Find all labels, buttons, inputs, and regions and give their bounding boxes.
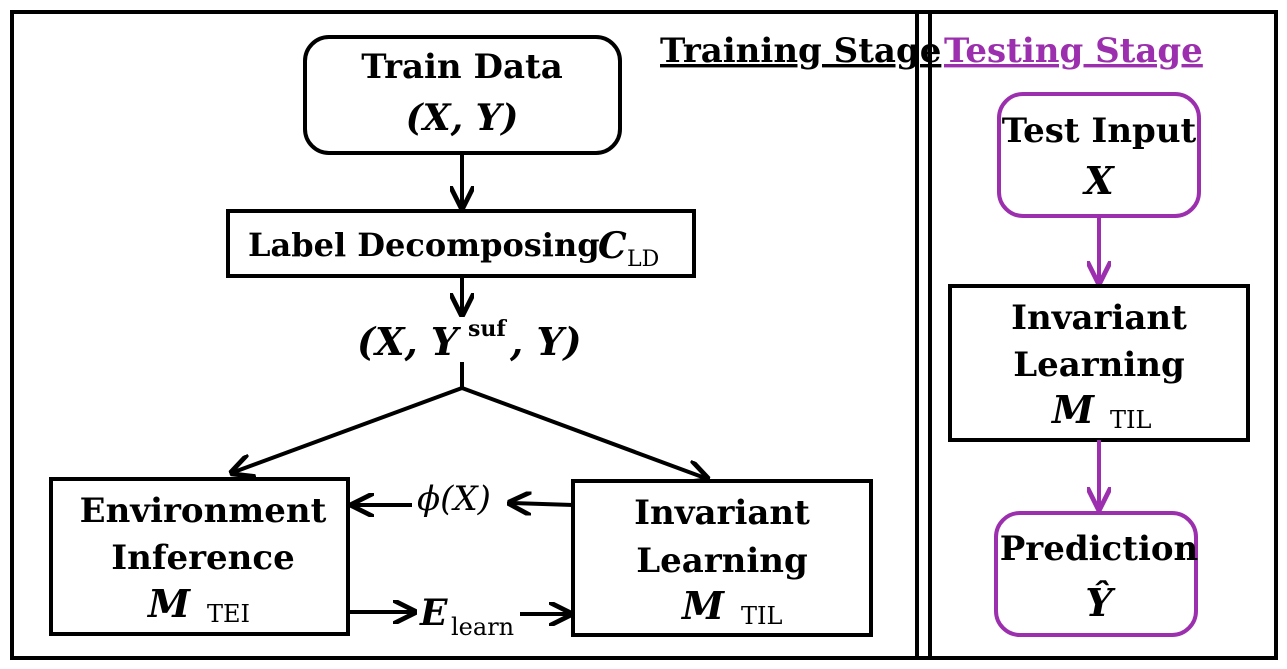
test-input-math: X — [1082, 158, 1115, 203]
environment-inference-box — [49, 477, 350, 636]
testing-invariant-learning-subscript: TIL — [1110, 406, 1151, 434]
testing-invariant-learning-line2: Learning — [1013, 345, 1185, 385]
environment-inference-symbol: M — [146, 581, 191, 626]
testing-invariant-learning-node: Invariant Learning M TIL — [948, 284, 1250, 442]
elearn-symbol: E — [419, 592, 448, 634]
tuple-close: , Y) — [509, 319, 582, 364]
branch-left-arrow — [234, 386, 463, 472]
testing-invariant-learning-line1: Invariant — [1011, 298, 1187, 338]
testing-stage-title: Testing Stage — [944, 31, 1203, 71]
tuple-open: (X, Y — [357, 319, 462, 364]
label-decomposing-text: Label Decomposing — [248, 226, 600, 264]
label-decomposing-symbol: C — [598, 225, 627, 267]
train-data-label: Train Data — [361, 47, 563, 87]
test-input-label: Test Input — [1002, 111, 1197, 151]
testing-invariant-learning-symbol: M — [1050, 387, 1095, 432]
label-decomposing-node: Label Decomposing C LD — [226, 209, 696, 278]
test-input-node: Test Input X — [997, 92, 1201, 218]
training-invariant-learning-node: Invariant Learning M TIL — [571, 479, 873, 637]
prediction-label: Prediction — [1000, 529, 1199, 569]
phi-label: ϕ(X) — [417, 479, 491, 519]
prediction-math: Ŷ — [1085, 580, 1116, 625]
arrow-phi-segment-right — [512, 503, 574, 505]
decomposed-tuple: (X, Y suf , Y) — [357, 316, 582, 364]
training-stage-title: Training Stage — [660, 31, 941, 71]
tuple-superscript: suf — [468, 316, 507, 342]
training-invariant-learning-line2: Learning — [636, 541, 808, 581]
prediction-node: Prediction Ŷ — [994, 511, 1199, 637]
train-data-math: (X, Y) — [406, 97, 519, 139]
elearn-subscript: learn — [451, 613, 514, 641]
outer-frame — [10, 10, 1278, 660]
environment-inference-subscript: TEI — [207, 600, 250, 628]
train-data-node: Train Data (X, Y) — [303, 35, 622, 155]
environment-inference-line2: Inference — [111, 538, 294, 578]
training-invariant-learning-box — [571, 479, 873, 637]
environment-inference-node: Environment Inference M TEI — [49, 477, 350, 636]
prediction-box — [994, 511, 1198, 637]
training-invariant-learning-symbol: M — [680, 583, 725, 628]
label-decomposing-subscript: LD — [627, 247, 659, 272]
environment-inference-line1: Environment — [80, 491, 327, 531]
training-invariant-learning-subscript: TIL — [741, 602, 782, 630]
label-decomposing-box — [226, 209, 696, 278]
training-invariant-learning-line1: Invariant — [634, 493, 810, 533]
branch-right-arrow — [461, 386, 705, 478]
